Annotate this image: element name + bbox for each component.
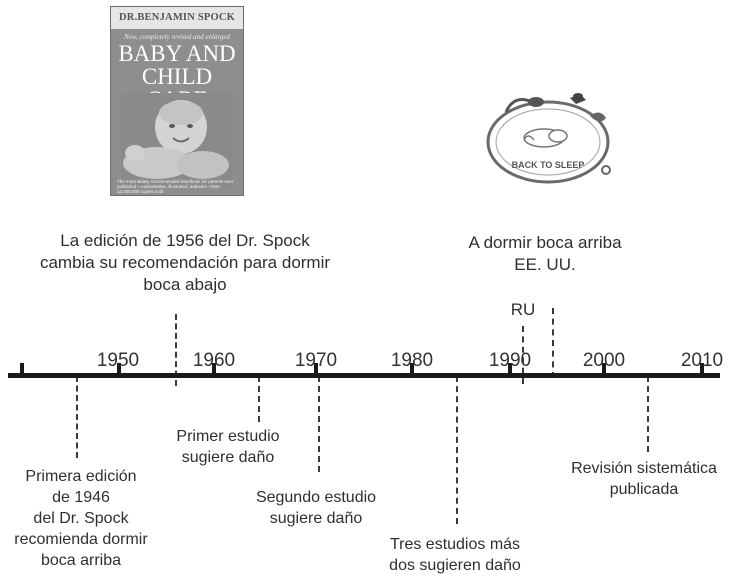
dash-uk [522,326,524,384]
back-to-sleep-logo: BACK TO SLEEP [486,93,611,184]
year-label-1970: 1970 [294,350,338,371]
dash-second-study [318,376,320,472]
year-label-1960: 1960 [192,350,236,371]
label-spock-1956-line1: La edición de 1956 del Dr. Spock [60,231,310,250]
label-spock-1956: La edición de 1956 del Dr. Spock cambia … [20,230,350,296]
label-systematic-review: Revisión sistemática publicada [560,458,728,500]
dash-three-studies [456,376,458,524]
year-label-2000: 2000 [582,350,626,371]
tick [117,363,121,378]
label-usa-line2: EE. UU. [514,255,576,274]
label-second-study-line1: Segundo estudio [255,489,377,506]
year-label-1990: 1990 [488,350,532,371]
label-usa-line1: A dormir boca arriba [468,233,622,252]
label-three-studies-line1: Tres estudios más [389,536,521,553]
label-first-study-line2: sugiere daño [181,449,275,466]
spock-book-cover: DR.BENJAMIN SPOCK New, completely revise… [110,6,244,196]
year-label-1980: 1980 [390,350,434,371]
label-first-study-line1: Primer estudio [176,428,280,445]
book-subtitle: New, completely revised and enlarged [123,33,231,41]
baby-photo [121,93,233,187]
label-second-study-line2: sugiere daño [269,510,363,527]
label-review-line2: publicada [609,481,679,498]
tick [410,363,414,378]
timeline-axis [8,373,720,378]
label-first-edition-line1: Primera edición [25,468,137,485]
dash-1946 [76,376,78,458]
tick [508,363,512,378]
tick [20,363,24,378]
dash-1956 [175,314,177,386]
logo-text: BACK TO SLEEP [512,160,585,170]
label-usa-back-to-sleep: A dormir boca arriba EE. UU. [440,232,650,276]
tick [602,363,606,378]
label-uk: RU [510,300,536,319]
tick [314,363,318,378]
label-spock-1956-line2: cambia su recomendación para dormir [39,253,331,272]
year-label-2010: 2010 [680,350,724,371]
label-first-study: Primer estudio sugiere daño [166,426,290,468]
label-first-edition-1946: Primera edición de 1946 del Dr. Spock re… [6,466,156,571]
label-first-edition-line4: recomienda dormir [14,531,148,548]
label-spock-1956-line3: boca abajo [143,275,227,294]
tick [212,363,216,378]
label-first-edition-line2: de 1946 [52,489,110,506]
year-label-1950: 1950 [96,350,140,371]
label-three-studies-line2: dos sugieren daño [389,557,521,574]
dash-usa [552,308,554,378]
tick [700,363,704,378]
label-first-edition-line3: del Dr. Spock [33,510,129,527]
label-three-studies: Tres estudios más dos sugieren daño [370,534,540,576]
book-title-line1: BABY AND [118,41,236,66]
book-author: DR.BENJAMIN SPOCK [111,7,243,29]
label-second-study: Segundo estudio sugiere daño [244,487,388,529]
label-first-edition-line5: boca arriba [40,552,122,569]
label-review-line1: Revisión sistemática [571,460,717,477]
dash-review [647,376,649,452]
dash-first-study [258,376,260,422]
book-blurb: The most widely recommended handbook for… [117,179,234,194]
